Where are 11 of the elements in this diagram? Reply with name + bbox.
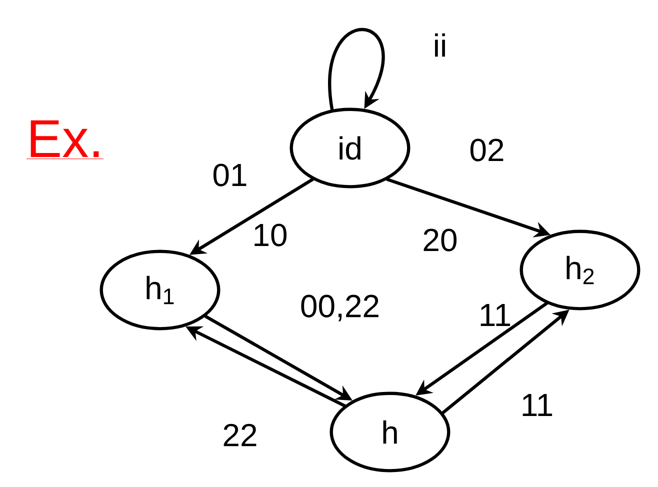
example-label: Ex.	[26, 120, 104, 160]
edge-label: 00,22	[301, 294, 378, 322]
arrow	[328, 28, 385, 112]
edge-label: 11	[522, 394, 552, 416]
transition-label: 10	[254, 224, 287, 246]
transition-label: 20	[424, 228, 457, 252]
edge-label: 22	[224, 424, 256, 446]
edge-label: 01	[213, 164, 246, 186]
edge-label: ii	[435, 33, 445, 57]
edge-label: 11	[480, 304, 510, 326]
edge-label: 02	[470, 138, 504, 162]
